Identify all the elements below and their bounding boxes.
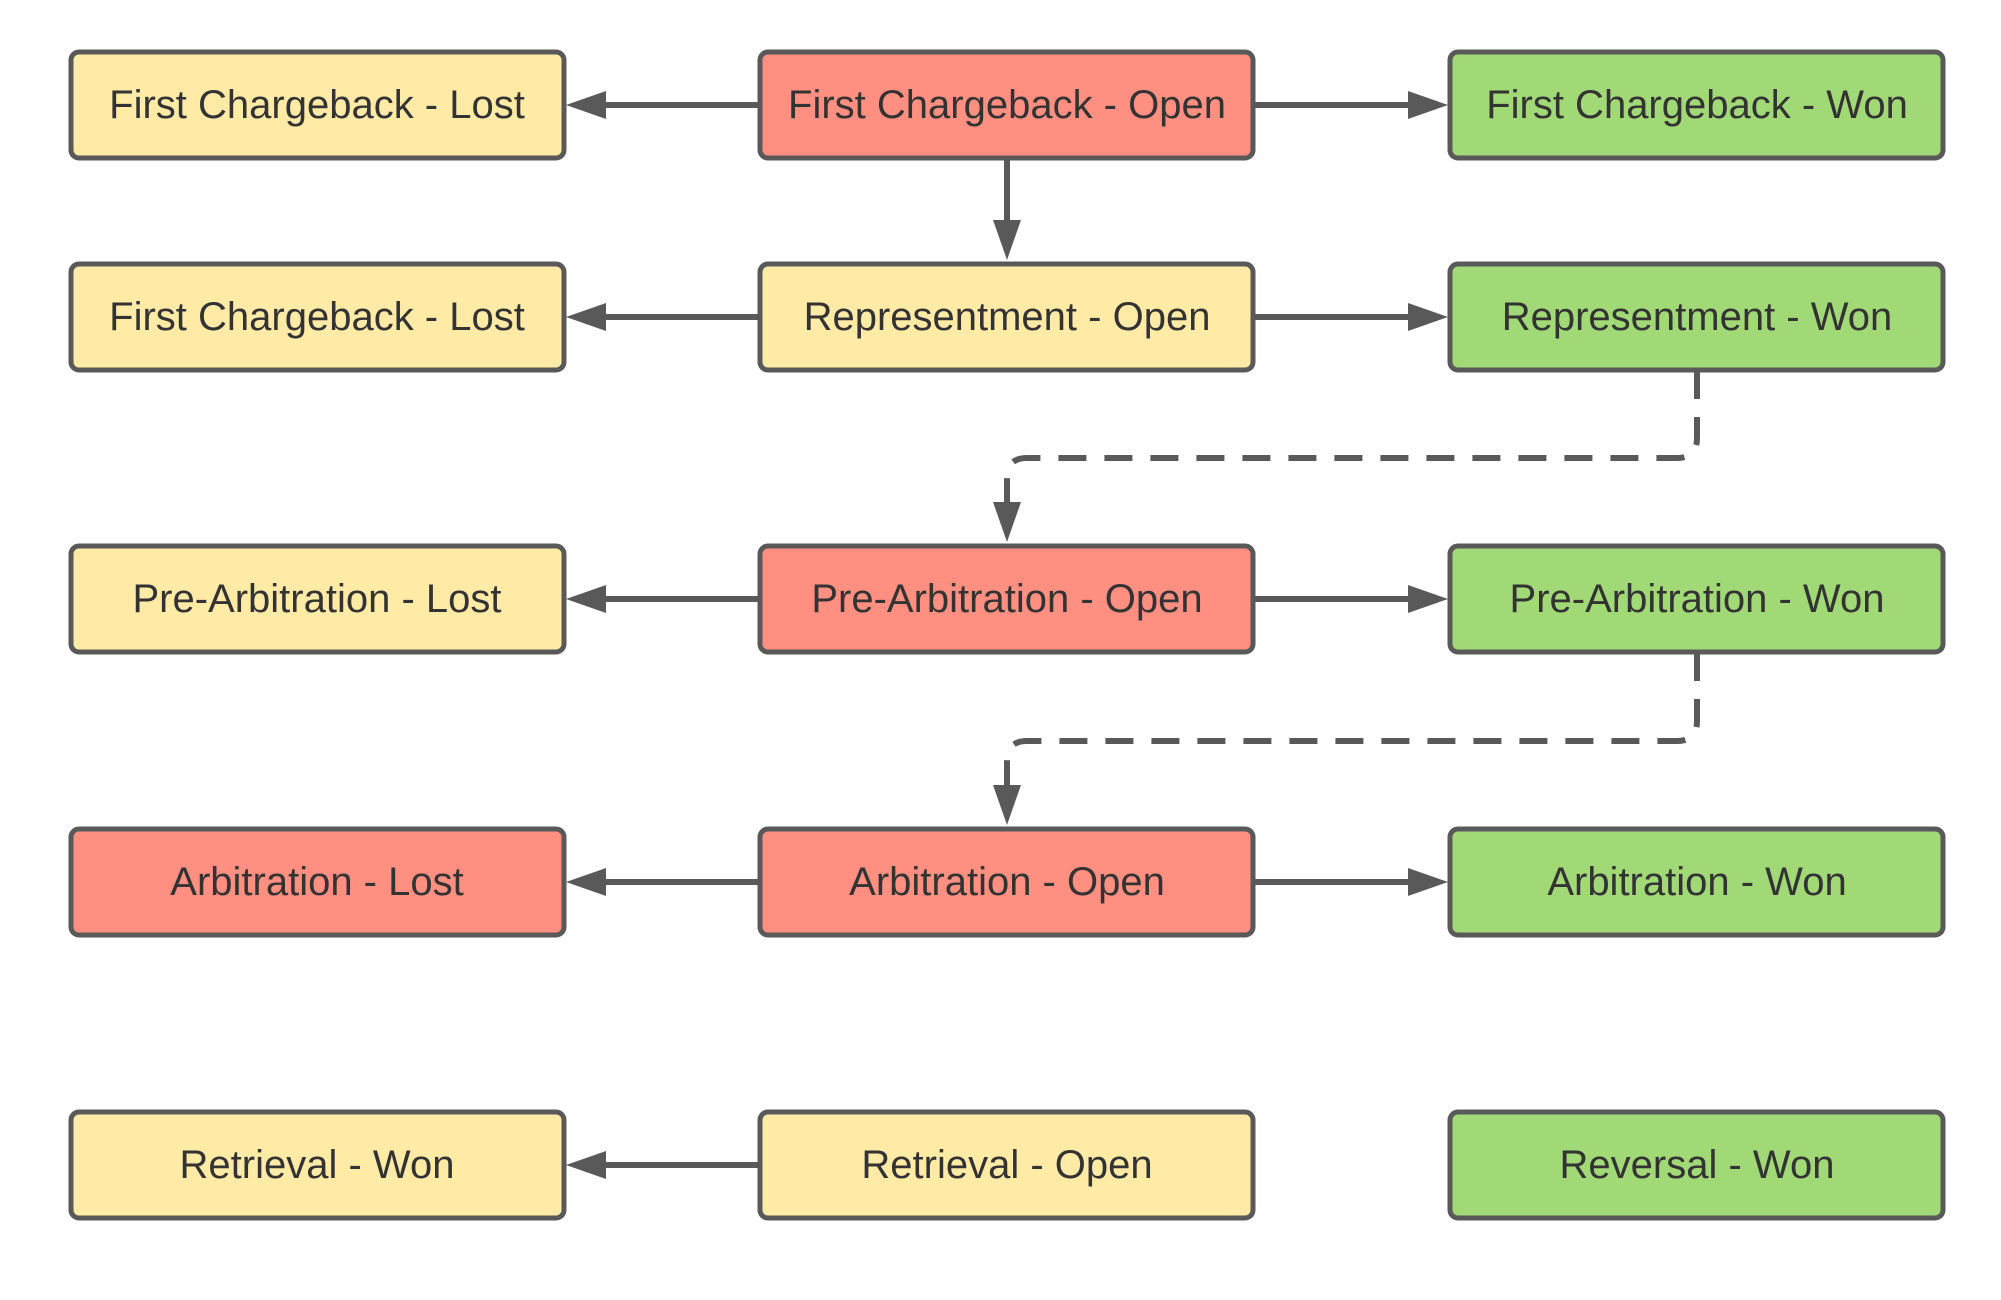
node-label: Pre-Arbitration - Lost	[132, 577, 501, 621]
node-arbitration-lost: Arbitration - Lost	[68, 826, 567, 938]
node-label: Pre-Arbitration - Won	[1510, 577, 1885, 621]
node-label: First Chargeback - Lost	[109, 295, 525, 339]
node-pre-arbitration-lost: Pre-Arbitration - Lost	[68, 543, 567, 655]
node-first-chargeback-open: First Chargeback - Open	[757, 49, 1256, 161]
edges-layer	[566, 91, 1700, 1179]
node-first-chargeback-won: First Chargeback - Won	[1447, 49, 1946, 161]
node-label: Arbitration - Lost	[170, 860, 463, 904]
node-representment-won: Representment - Won	[1447, 261, 1946, 373]
node-retrieval-open: Retrieval - Open	[757, 1109, 1256, 1221]
edge-fc-open-to-rep-open	[993, 159, 1021, 260]
node-first-chargeback-lost: First Chargeback - Lost	[68, 49, 567, 161]
edge-pre-open-to-pre-won	[1254, 585, 1448, 613]
node-reversal-won: Reversal - Won	[1447, 1109, 1946, 1221]
node-arbitration-open: Arbitration - Open	[757, 826, 1256, 938]
node-pre-arbitration-open: Pre-Arbitration - Open	[757, 543, 1256, 655]
node-arbitration-won: Arbitration - Won	[1447, 826, 1946, 938]
edge-arb-open-to-arb-lost	[566, 868, 760, 896]
edge-rep-open-to-rep-won	[1254, 303, 1448, 331]
edge-rep-open-to-rep-lost	[566, 303, 760, 331]
node-pre-arbitration-won: Pre-Arbitration - Won	[1447, 543, 1946, 655]
node-label: Representment - Open	[804, 295, 1211, 339]
node-label: Reversal - Won	[1560, 1143, 1835, 1187]
node-label: Retrieval - Won	[180, 1143, 455, 1187]
edge-fc-open-to-fc-lost	[566, 91, 760, 119]
node-label: Arbitration - Won	[1547, 860, 1846, 904]
edge-pre-won-to-arb-open	[993, 653, 1700, 825]
node-label: First Chargeback - Won	[1486, 83, 1908, 127]
node-label: Retrieval - Open	[861, 1143, 1152, 1187]
edge-fc-open-to-fc-won	[1254, 91, 1448, 119]
node-label: Pre-Arbitration - Open	[811, 577, 1202, 621]
node-label: Arbitration - Open	[849, 860, 1165, 904]
nodes-layer: First Chargeback - Lost First Chargeback…	[68, 49, 1946, 1221]
edge-arb-open-to-arb-won	[1254, 868, 1448, 896]
node-retrieval-won: Retrieval - Won	[68, 1109, 567, 1221]
node-representment-row-lost: First Chargeback - Lost	[68, 261, 567, 373]
node-label: First Chargeback - Lost	[109, 83, 525, 127]
edge-ret-open-to-ret-won	[566, 1151, 760, 1179]
node-representment-open: Representment - Open	[757, 261, 1256, 373]
node-label: Representment - Won	[1502, 295, 1893, 339]
edge-rep-won-to-pre-open	[993, 371, 1700, 542]
node-label: First Chargeback - Open	[788, 83, 1226, 127]
edge-pre-open-to-pre-lost	[566, 585, 760, 613]
